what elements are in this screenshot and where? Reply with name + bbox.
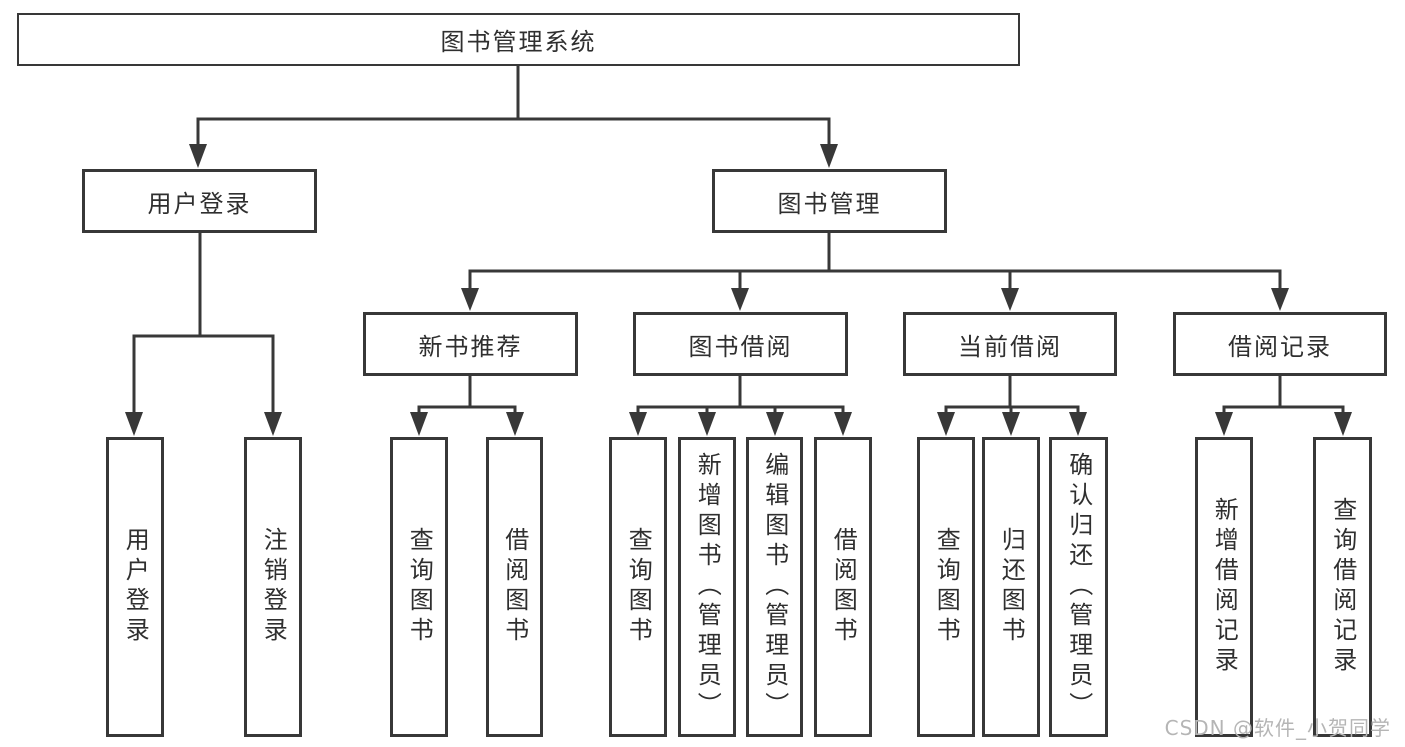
node-book-borrow: 图书借阅 xyxy=(633,312,848,376)
node-leaf-borrow-books-2: 借阅图书 xyxy=(814,437,872,737)
connector-bookmgmt-rail xyxy=(468,231,1282,273)
node-leaf-logout: 注销登录 xyxy=(244,437,302,737)
arrowhead-down-icon xyxy=(1069,412,1087,436)
arrowhead-down-icon xyxy=(766,412,784,436)
node-leaf-query-books-3: 查询图书 xyxy=(917,437,975,737)
leaf-label: 用户登录 xyxy=(121,527,150,647)
arrowhead-down-icon xyxy=(264,412,282,436)
leaf-label: 借阅图书 xyxy=(829,527,858,647)
connector-root-rail xyxy=(196,64,831,121)
leaf-label: 查询借阅记录 xyxy=(1328,497,1357,677)
arrowhead-down-icon xyxy=(410,412,428,436)
node-leaf-query-books-2: 查询图书 xyxy=(609,437,667,737)
arrowhead-down-icon xyxy=(461,288,479,311)
connector-records-rail xyxy=(1222,374,1345,409)
arrowhead-down-icon xyxy=(1271,288,1289,311)
leaf-label: 借阅图书 xyxy=(500,527,529,647)
arrowhead-down-icon xyxy=(820,144,838,168)
arrowhead-down-icon xyxy=(629,412,647,436)
node-leaf-add-borrow-record: 新增借阅记录 xyxy=(1195,437,1253,737)
connector-userlogin-rail xyxy=(132,231,275,338)
arrowhead-down-icon xyxy=(937,412,955,436)
node-user-login: 用户登录 xyxy=(82,169,317,233)
leaf-label: 确认归还（管理员） xyxy=(1064,452,1093,722)
arrowhead-down-icon xyxy=(1002,412,1020,436)
leaf-label: 新增图书（管理员） xyxy=(693,452,722,722)
leaf-label: 归还图书 xyxy=(997,527,1026,647)
node-leaf-borrow-books-1: 借阅图书 xyxy=(486,437,543,737)
connector-currentborrow-rail xyxy=(944,374,1080,409)
leaf-label: 查询图书 xyxy=(405,527,434,647)
node-leaf-return-books: 归还图书 xyxy=(982,437,1040,737)
arrowhead-down-icon xyxy=(1334,412,1352,436)
arrowhead-down-icon xyxy=(1001,288,1019,311)
arrowhead-down-icon xyxy=(698,412,716,436)
arrowhead-down-icon xyxy=(506,412,524,436)
node-leaf-edit-books-admin: 编辑图书（管理员） xyxy=(746,437,803,737)
connector-bookborrow-rail xyxy=(636,374,845,409)
node-book-management: 图书管理 xyxy=(712,169,947,233)
leaf-label: 新增借阅记录 xyxy=(1210,497,1239,677)
node-leaf-query-borrow-record: 查询借阅记录 xyxy=(1313,437,1372,737)
leaf-label: 查询图书 xyxy=(624,527,653,647)
csdn-watermark: CSDN @软件_小贺同学 xyxy=(1164,716,1391,740)
node-leaf-user-login: 用户登录 xyxy=(106,437,164,737)
connector-newbook-rail xyxy=(417,374,517,409)
leaf-label: 查询图书 xyxy=(932,527,961,647)
node-leaf-add-books-admin: 新增图书（管理员） xyxy=(678,437,736,737)
node-current-borrow: 当前借阅 xyxy=(903,312,1117,376)
node-borrow-records: 借阅记录 xyxy=(1173,312,1387,376)
node-new-book-recommend: 新书推荐 xyxy=(363,312,578,376)
node-leaf-confirm-return-admin: 确认归还（管理员） xyxy=(1049,437,1108,737)
leaf-label: 编辑图书（管理员） xyxy=(760,452,789,722)
node-system-root: 图书管理系统 xyxy=(17,13,1020,66)
arrowhead-down-icon xyxy=(834,412,852,436)
arrowhead-down-icon xyxy=(1215,412,1233,436)
arrowhead-down-icon xyxy=(125,412,143,436)
arrowhead-down-icon xyxy=(189,144,207,168)
node-leaf-query-books-1: 查询图书 xyxy=(390,437,448,737)
leaf-label: 注销登录 xyxy=(259,527,288,647)
arrowhead-down-icon xyxy=(731,288,749,311)
arrowheads xyxy=(125,144,1352,436)
